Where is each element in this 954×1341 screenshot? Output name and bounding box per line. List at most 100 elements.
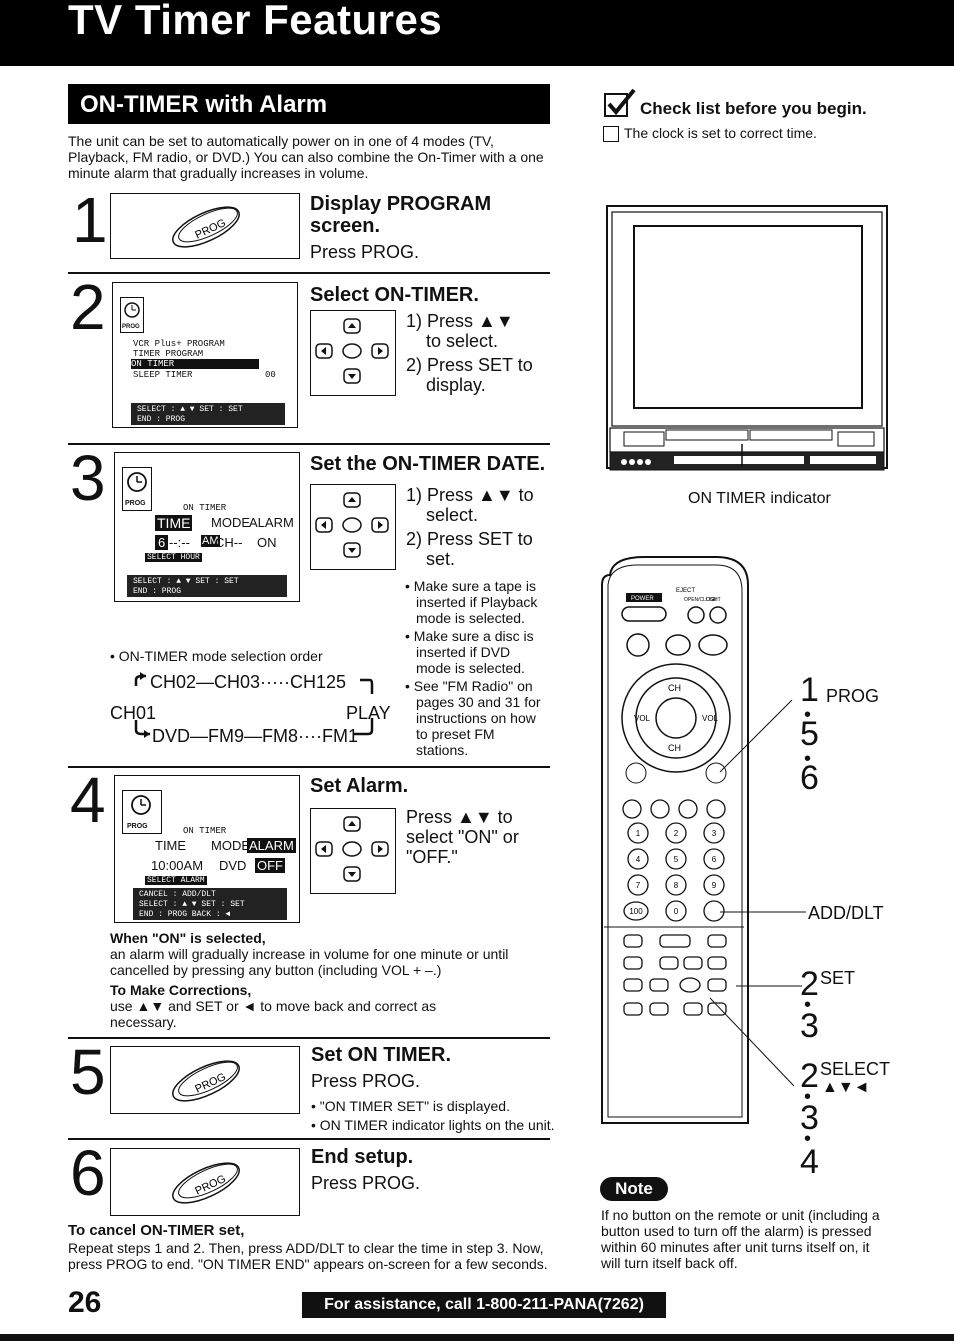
step-4-osd: PROG ON TIMER TIME MODE ALARM 10:00AM DV… <box>114 775 300 923</box>
osd-value: CH-- <box>215 535 243 550</box>
callout-lines <box>709 700 806 1087</box>
remote-illustration: EJECT POWER OPEN/CLOSE LIGHT CH CH VOL V… <box>601 556 749 1124</box>
step-4-text: select "ON" or <box>406 827 519 847</box>
step-4-dpad <box>310 808 396 894</box>
note-line: pages 30 and 31 for <box>416 694 541 710</box>
step-3-title: Set the ON-TIMER DATE. <box>310 453 546 475</box>
step-3-osd: PROG ON TIMER TIME MODE ALARM 6 --:-- AM… <box>114 452 300 602</box>
corrections-text: use ▲▼ and SET or ◄ to move back and cor… <box>110 998 437 1030</box>
svg-text:LIGHT: LIGHT <box>706 597 721 603</box>
osd-value: AM <box>201 535 220 547</box>
osd-alarm-label: ALARM <box>249 515 294 530</box>
prog-button-icon: PROG <box>172 206 240 248</box>
step-2-item2: 2) Press SET to <box>406 355 533 375</box>
mode-order-left: CH01 <box>110 703 157 723</box>
step-2-number: 2 <box>70 271 106 343</box>
page-number: 26 <box>68 1286 102 1319</box>
svg-text:VOL: VOL <box>634 714 651 723</box>
step-2-item2b: display. <box>426 375 486 395</box>
callout-step-6: 6 <box>800 759 819 797</box>
svg-text:POWER: POWER <box>631 596 654 602</box>
note-line: inserted if Playback <box>416 594 538 610</box>
callout-step-3: 3 <box>800 1007 819 1045</box>
step-3-item2b: set. <box>426 549 456 569</box>
osd-title: ON TIMER <box>183 826 227 836</box>
mode-order-bottom: DVD—FM9—FM8····FM1 <box>152 726 358 746</box>
svg-text:4: 4 <box>636 855 641 864</box>
callout-step-2: 2 <box>800 1057 819 1095</box>
step-1-title: Display PROGRAM screen. <box>310 193 492 237</box>
step-5-text: Press PROG. <box>311 1071 421 1091</box>
step-3-item2: 2) Press SET to <box>406 529 533 549</box>
callout-step-4: 4 <box>800 1143 819 1181</box>
note-line: mode is selected. <box>416 610 525 626</box>
step-3-dpad <box>310 484 396 570</box>
step-3-item1: 1) Press ▲▼ to <box>406 485 534 505</box>
callout-dot: • <box>804 1128 812 1150</box>
osd-alarm-label: ALARM <box>247 838 296 853</box>
callout-step-1: 1 <box>800 671 819 709</box>
osd-prog-label: PROG <box>125 500 146 507</box>
assistance-bar: For assistance, call 1-800-211-PANA(7262… <box>302 1292 666 1318</box>
osd-prog-label: PROG <box>122 324 140 330</box>
osd-value: 6 <box>155 535 169 550</box>
step-1-illustration: PROG <box>110 193 300 259</box>
alarm-clock-icon: PROG <box>120 297 144 333</box>
corrections-title: To Make Corrections, <box>110 982 252 998</box>
svg-text:7: 7 <box>636 881 641 890</box>
svg-text:6: 6 <box>712 855 717 864</box>
checkmark-icon <box>604 88 636 118</box>
osd-highlight: ON TIMER <box>131 359 259 369</box>
divider <box>68 443 550 445</box>
cancel-text: Repeat steps 1 and 2. Then, press ADD/DL… <box>68 1240 548 1272</box>
osd-value: 10:00AM <box>151 858 204 873</box>
svg-text:3: 3 <box>712 829 717 838</box>
prog-button-icon: PROG <box>172 1060 240 1102</box>
osd-mode-label: MODE <box>211 838 250 853</box>
page-title: TV Timer Features <box>68 0 443 43</box>
dpad-icon <box>315 492 389 558</box>
bottom-rule <box>0 1334 954 1341</box>
step-5-bullet: • ON TIMER indicator lights on the unit. <box>311 1117 555 1133</box>
step-2-dpad <box>310 310 396 396</box>
checklist-checkbox[interactable] <box>603 126 619 142</box>
osd-time-label: TIME <box>155 515 193 531</box>
alarm-clock-icon: PROG <box>122 790 162 834</box>
callout-dot: • <box>804 1086 812 1108</box>
alarm-clock-icon: PROG <box>122 467 152 511</box>
on-timer-indicator-label: ON TIMER indicator <box>688 490 831 507</box>
step-1-text: Press PROG. <box>310 242 420 262</box>
step-2-title: Select ON-TIMER. <box>310 284 479 306</box>
step-5-bullet: • "ON TIMER SET" is displayed. <box>311 1098 510 1114</box>
osd-value: --:-- <box>169 535 190 550</box>
callout-step-5: 5 <box>800 715 819 753</box>
mode-order-label: • ON-TIMER mode selection order <box>110 648 323 664</box>
svg-text:CH: CH <box>668 743 681 753</box>
svg-text:8: 8 <box>674 881 679 890</box>
divider <box>68 272 550 274</box>
step-4-title: Set Alarm. <box>310 775 409 797</box>
step-4-text: "OFF." <box>406 847 458 867</box>
divider <box>68 1037 550 1039</box>
step-5-illustration: PROG <box>110 1046 300 1114</box>
osd-value: OFF <box>255 858 285 873</box>
note-badge: Note <box>600 1177 668 1201</box>
note-line: to preset FM <box>416 726 495 742</box>
mode-order-loop <box>134 672 374 738</box>
svg-text:VOL: VOL <box>702 714 719 723</box>
dpad-icon <box>315 318 389 384</box>
osd-select-label: SELECT ALARM <box>145 876 207 885</box>
divider <box>68 766 550 768</box>
step-6-illustration: PROG <box>110 1148 300 1216</box>
note-line: • Make sure a disc is <box>405 628 534 644</box>
note-line: mode is selected. <box>416 660 525 676</box>
section-title: ON-TIMER with Alarm <box>80 91 328 118</box>
osd-title: ON TIMER <box>183 503 227 513</box>
osd-prog-label: PROG <box>127 823 148 830</box>
svg-text:2: 2 <box>674 829 679 838</box>
note-text: If no button on the remote or unit (incl… <box>601 1207 880 1271</box>
step-4-text: Press ▲▼ to <box>406 807 513 827</box>
